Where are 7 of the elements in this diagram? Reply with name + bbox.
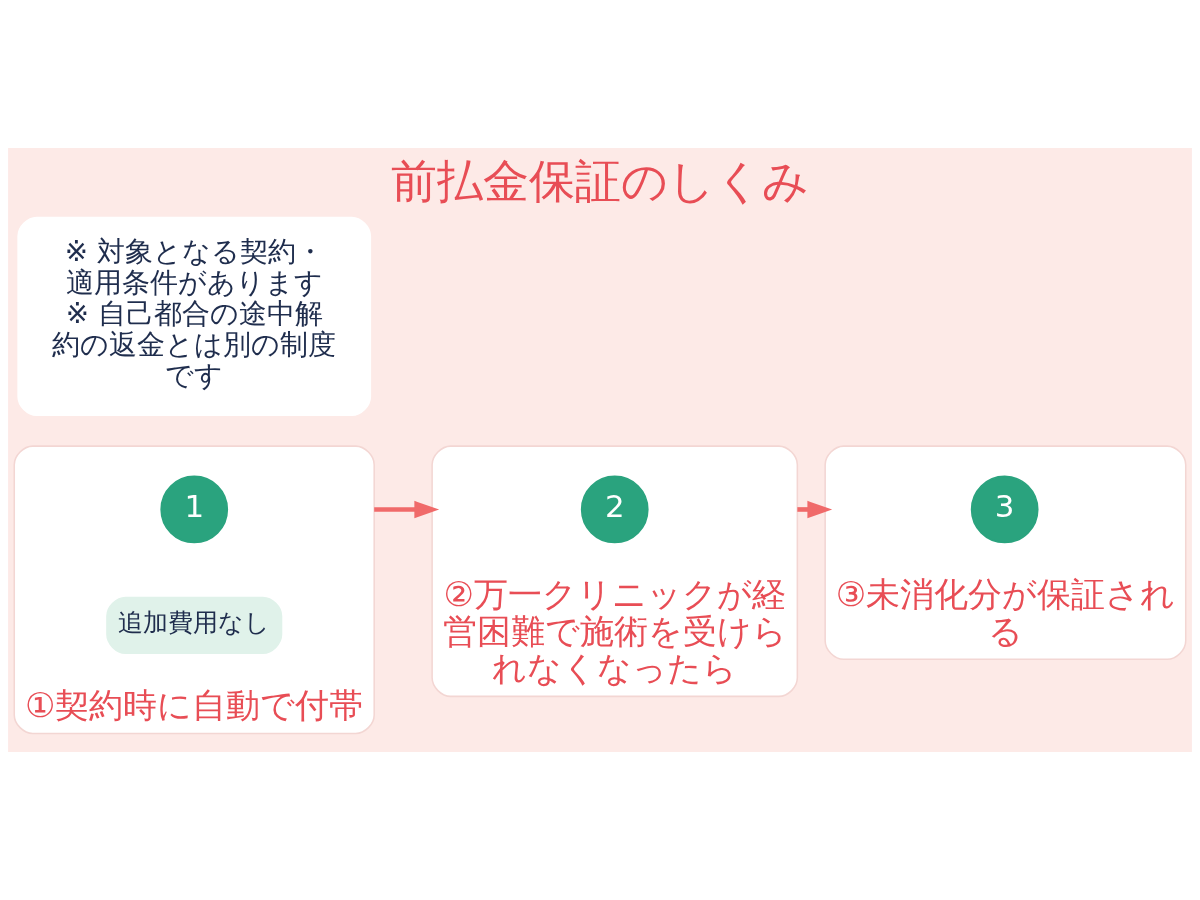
node-circle: 2 xyxy=(580,475,649,544)
node-circle: 3 xyxy=(970,475,1039,544)
node-box: ※ 対象となる契約・適用条件があります ※ 自己都合の途中解約の返金とは別の制度です xyxy=(17,216,372,416)
arrow xyxy=(374,500,440,519)
node-box: 追加費用なし xyxy=(106,596,283,654)
node-circle: 1 xyxy=(160,475,229,544)
diagram-title: 前払金保証のしくみ xyxy=(391,154,810,209)
